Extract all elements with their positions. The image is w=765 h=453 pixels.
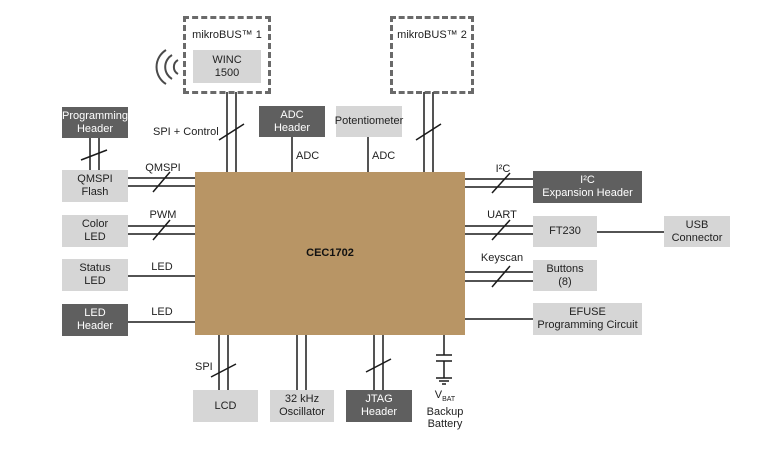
status-led-block: Status LED [62,259,128,291]
jtag-header-label: JTAG Header [360,393,398,418]
programming-header-block: Programming Header [62,107,128,138]
qmspi-signal-label: QMSPI [145,162,181,174]
capacitor-icon [436,354,452,362]
i2c-header-subtitle: Expansion Header [542,187,633,199]
jtag-header-block: JTAG Header [346,390,412,422]
programming-header-label: Programming Header [61,109,129,135]
efuse-block: EFUSE Programming Circuit [533,303,642,335]
led-header-block: LED Header [62,304,128,336]
adc-signal-label-1: ADC [296,150,320,162]
keyscan-signal-label: Keyscan [480,252,524,264]
status-led-label: Status LED [79,262,111,287]
i2c-expansion-header-block: I²C Expansion Header [533,171,642,203]
usb-connector-label: USB Connector [671,218,723,244]
adc-signal-label-2: ADC [372,150,396,162]
wireless-signal-icon [155,49,179,85]
qmspi-flash-block: QMSPI Flash [62,170,128,202]
potentiometer-block: Potentiometer [334,106,404,137]
i2c-signal-label: I²C [495,163,511,175]
efuse-label: EFUSE Programming Circuit [537,306,638,331]
spi-control-label: SPI + Control [153,126,219,138]
vbat-backup-battery-label: VBAT Backup Battery [420,389,470,430]
led-header-label: LED Header [76,307,114,332]
winc1500-module: WINC 1500 [193,50,261,83]
ground-icon [436,377,452,385]
color-led-label: Color LED [81,218,109,243]
qmspi-flash-label: QMSPI Flash [77,173,113,198]
vbat-line1: Backup [426,406,464,419]
mikrobus-2-label: mikroBUS™ 2 [397,29,467,41]
pwm-signal-label: PWM [149,209,177,221]
vbat-line2: Battery [427,418,463,431]
led-signal-label-2: LED [151,306,173,318]
buttons-block: Buttons (8) [533,260,597,291]
color-led-block: Color LED [62,215,128,247]
vbat-sub: BAT [442,396,456,404]
vbat-v: V [434,389,443,401]
potentiometer-label: Potentiometer [334,115,404,127]
uart-signal-label: UART [487,209,517,221]
usb-connector-block: USB Connector [664,216,730,247]
oscillator-label: 32 kHz Oscillator [279,393,325,418]
i2c-header-title: I²C [580,174,595,186]
mikrobus-1-label: mikroBUS™ 1 [192,29,262,41]
mcu-label: CEC1702 [306,247,354,259]
ft230-label: FT230 [549,225,581,237]
mikrobus-2-slot: mikroBUS™ 2 [390,16,474,94]
ft230-block: FT230 [533,216,597,247]
adc-header-label: ADC Header [273,108,311,134]
lcd-label: LCD [214,399,237,412]
cec1702-mcu: CEC1702 [195,172,465,335]
adc-header-block: ADC Header [259,106,325,137]
spi-signal-label: SPI [195,361,213,373]
mikrobus-1-slot: mikroBUS™ 1 [183,16,271,94]
led-signal-label-1: LED [151,261,173,273]
winc1500-label: WINC 1500 [212,53,242,79]
buttons-label: Buttons (8) [546,262,584,288]
oscillator-block: 32 kHz Oscillator [270,390,334,422]
lcd-block: LCD [193,390,258,422]
